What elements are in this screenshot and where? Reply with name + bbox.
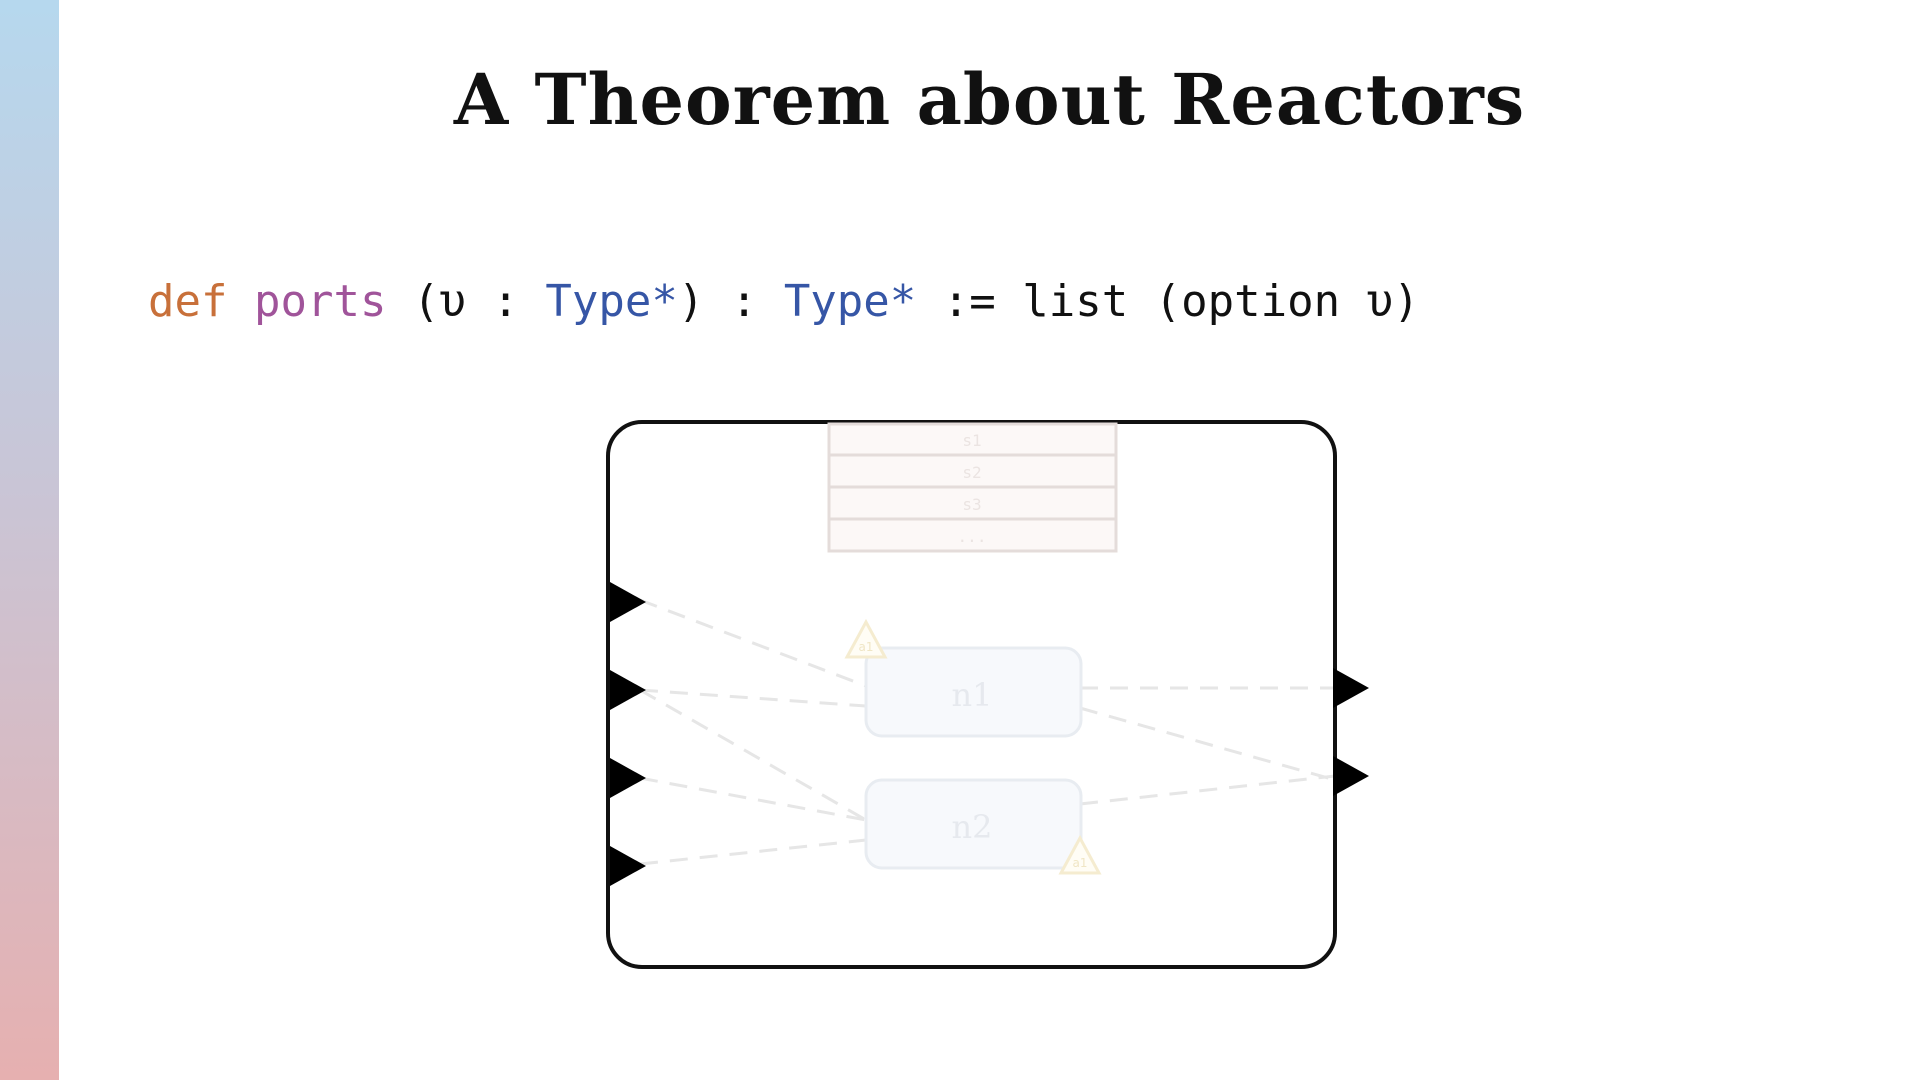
output-ports <box>1333 668 1369 796</box>
output-port-icon <box>1333 756 1369 796</box>
code-definition: def ports (υ : Type*) : Type* := list (o… <box>148 276 1420 327</box>
state-row-label: s2 <box>962 463 981 482</box>
state-row-label: ... <box>958 527 987 546</box>
reaction-node-n2: n2 a1 <box>864 778 1102 875</box>
side-gradient-bar <box>0 0 59 1080</box>
state-row-label: s1 <box>962 431 981 450</box>
warning-triangle-icon <box>1058 834 1102 875</box>
node-label: n2 <box>952 808 993 846</box>
input-port-icon <box>610 846 646 886</box>
connection-n1-out2 <box>1079 706 1336 782</box>
node-box <box>864 646 1083 738</box>
output-port-icon <box>1333 668 1369 708</box>
code-type-2: Type* <box>783 276 917 327</box>
code-type-1: Type* <box>545 276 678 327</box>
connections <box>639 598 1336 866</box>
reaction-node-n1: n1 a1 <box>844 618 1083 738</box>
connection-in4-n2 <box>639 838 867 866</box>
code-text-2: ) : <box>677 276 784 327</box>
connection-in1-n1 <box>639 598 867 688</box>
code-def-name: ports <box>253 276 387 327</box>
code-keyword: def <box>148 276 228 327</box>
connection-in2-n1 <box>639 688 867 708</box>
node-action-label: a1 <box>859 640 874 654</box>
connection-in2-n2 <box>639 688 867 822</box>
input-ports <box>610 582 646 886</box>
connection-n2-out2 <box>1079 774 1336 806</box>
node-action-label: a1 <box>1073 856 1088 870</box>
code-text-1: (υ : <box>386 276 546 327</box>
input-port-icon <box>610 758 646 798</box>
slide-title: A Theorem about Reactors <box>453 58 1526 141</box>
input-port-icon <box>610 582 646 622</box>
node-box <box>864 778 1083 870</box>
input-port-icon <box>610 670 646 710</box>
warning-triangle-icon <box>844 618 888 659</box>
state-table: s1 s2 s3 ... <box>827 422 1118 553</box>
connection-in3-n2 <box>639 776 867 822</box>
node-label: n1 <box>952 676 993 714</box>
state-row-label: s3 <box>962 495 981 514</box>
code-text-3: := list (option υ) <box>916 276 1420 327</box>
